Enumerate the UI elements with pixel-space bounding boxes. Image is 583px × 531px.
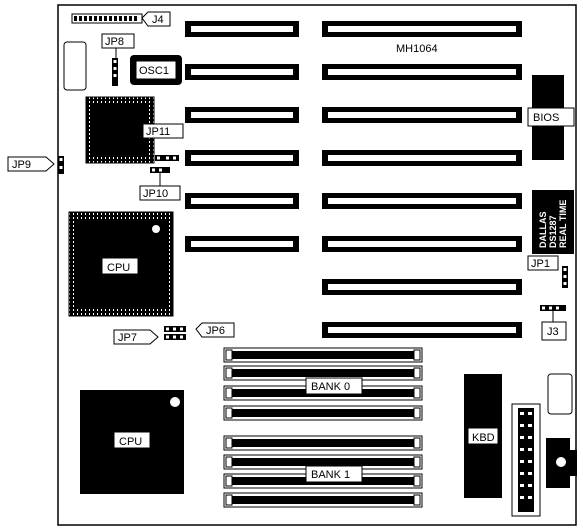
cpu-bottom-label-text: CPU xyxy=(119,436,142,448)
bios-chip: BIOS xyxy=(527,75,575,160)
jp8-jumper xyxy=(112,48,118,86)
battery-outline xyxy=(63,41,87,91)
simm-socket xyxy=(223,492,423,508)
memory-bank-1: BANK 1 xyxy=(223,435,423,508)
expansion-slots-right xyxy=(322,21,522,338)
osc1-oscillator: OSC1 xyxy=(130,55,182,85)
board-model-label: MH1064 xyxy=(396,43,438,55)
jp6-label: JP6 xyxy=(195,322,235,338)
jp11-label-text: JP11 xyxy=(146,126,170,138)
jp8-label: JP8 xyxy=(101,33,135,49)
power-connector-outline xyxy=(547,373,573,415)
simm-socket xyxy=(223,435,423,451)
j3-label: J3 xyxy=(541,321,567,341)
memory-bank-0: BANK 0 xyxy=(223,347,423,421)
cpu-top-label-text: CPU xyxy=(107,262,130,274)
io-header-connector xyxy=(511,403,541,517)
bank0-label-text: BANK 0 xyxy=(311,381,350,393)
j3-label-text: J3 xyxy=(547,326,559,338)
simm-socket xyxy=(223,454,423,470)
jp10-jumper xyxy=(150,167,170,186)
osc1-label-text: OSC1 xyxy=(139,65,169,77)
expansion-slots-left xyxy=(185,21,299,252)
jp1-label: JP1 xyxy=(527,255,559,271)
jp9-label-text: JP9 xyxy=(12,159,31,171)
chipset-chip xyxy=(85,96,155,164)
jp10-label: JP10 xyxy=(139,185,181,201)
jp7-label-text: JP7 xyxy=(118,332,137,344)
rtc-line1: DALLAS xyxy=(538,212,548,249)
j4-connector xyxy=(71,13,143,24)
rtc-line3: REAL TIME xyxy=(558,200,568,248)
cpu-top-chip: CPU xyxy=(68,211,174,317)
jp1-label-text: JP1 xyxy=(531,258,550,270)
jp8-label-text: JP8 xyxy=(105,36,124,48)
j4-label: J4 xyxy=(141,11,171,27)
jp10-label-text: JP10 xyxy=(143,188,168,200)
jp1-jumper xyxy=(562,266,568,288)
jp9-label: JP9 xyxy=(7,156,55,172)
jp9-jumper xyxy=(58,156,64,174)
bank1-label-text: BANK 1 xyxy=(311,469,350,481)
jp6-label-text: JP6 xyxy=(206,325,225,337)
jp7-jumper xyxy=(164,334,186,340)
rtc-chip: DALLAS DS1287 REAL TIME xyxy=(532,190,574,254)
j4-label-text: J4 xyxy=(152,14,164,26)
j3-jumper xyxy=(540,305,566,322)
cpu-bottom-chip: CPU xyxy=(80,390,184,494)
bios-label-text: BIOS xyxy=(533,112,559,124)
jp6-jumper xyxy=(164,326,186,332)
keyboard-din-connector xyxy=(546,438,577,488)
simm-socket xyxy=(223,365,423,381)
rtc-line2: DS1287 xyxy=(548,215,558,248)
jp11-label: JP11 xyxy=(142,123,184,139)
kbd-controller-chip: KBD xyxy=(464,374,502,498)
jp11-jumper xyxy=(155,155,179,161)
simm-socket xyxy=(223,347,423,363)
jp7-label: JP7 xyxy=(113,329,159,345)
kbd-label-text: KBD xyxy=(472,432,495,444)
simm-socket xyxy=(223,405,423,421)
